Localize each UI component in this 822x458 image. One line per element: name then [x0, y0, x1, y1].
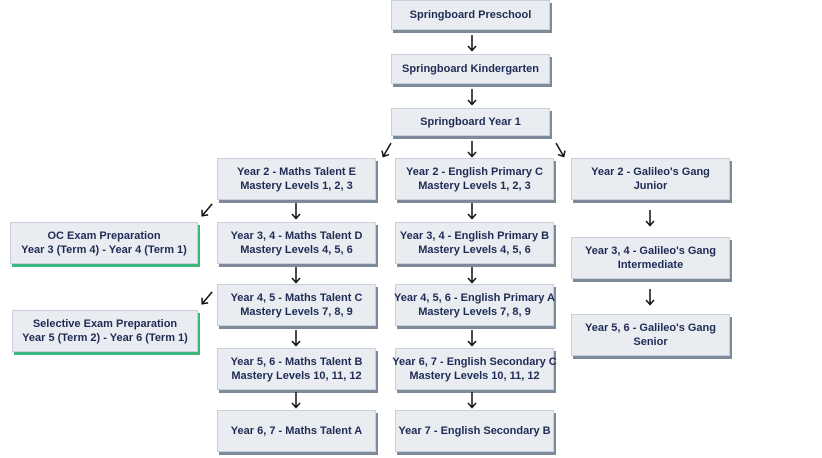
- node-maths-talent-e: Year 2 - Maths Talent E Mastery Levels 1…: [217, 158, 376, 200]
- node-maths-talent-d: Year 3, 4 - Maths Talent D Mastery Level…: [217, 222, 376, 264]
- node-english-secondary-b: Year 7 - English Secondary B: [395, 410, 554, 452]
- node-label: Year 4, 5, 6 - English Primary A: [394, 292, 555, 304]
- node-label: Year 3, 4 - Galileo's Gang: [584, 245, 716, 257]
- arrow-icon: [289, 329, 303, 347]
- node-label: Year 5, 6 - Galileo's Gang: [584, 322, 716, 334]
- arrow-icon: [289, 202, 303, 220]
- arrow-icon: [465, 329, 479, 347]
- node-label: Year 7 - English Secondary B: [398, 425, 551, 437]
- node-label: Selective Exam Preparation: [32, 318, 178, 330]
- node-sublabel: Mastery Levels 10, 11, 12: [231, 370, 362, 382]
- arrow-icon: [549, 139, 570, 162]
- node-english-primary-a: Year 4, 5, 6 - English Primary A Mastery…: [394, 284, 555, 326]
- arrow-icon: [289, 266, 303, 284]
- node-sublabel: Mastery Levels 7, 8, 9: [240, 306, 353, 318]
- node-label: Year 5, 6 - Maths Talent B: [230, 356, 363, 368]
- arrow-icon: [465, 266, 479, 284]
- node-sublabel: Junior: [633, 180, 668, 192]
- arrow-icon: [465, 202, 479, 220]
- arrow-icon: [465, 34, 479, 52]
- arrow-icon: [289, 391, 303, 409]
- node-sublabel: Mastery Levels 1, 2, 3: [240, 180, 353, 192]
- node-label: OC Exam Preparation: [47, 230, 161, 242]
- node-galileo-junior: Year 2 - Galileo's Gang Junior: [571, 158, 730, 200]
- node-label: Year 2 - English Primary C: [406, 166, 543, 178]
- node-label: Year 4, 5 - Maths Talent C: [230, 292, 363, 304]
- node-sublabel: Intermediate: [617, 259, 684, 271]
- arrow-icon: [643, 288, 657, 306]
- node-galileo-senior: Year 5, 6 - Galileo's Gang Senior: [571, 314, 730, 356]
- node-label: Year 3, 4 - English Primary B: [399, 230, 550, 242]
- arrow-icon: [465, 391, 479, 409]
- node-label: Springboard Year 1: [420, 116, 521, 128]
- node-sublabel: Mastery Levels 10, 11, 12: [409, 370, 540, 382]
- arrow-icon: [643, 209, 657, 227]
- node-maths-talent-b: Year 5, 6 - Maths Talent B Mastery Level…: [217, 348, 376, 390]
- node-maths-talent-c: Year 4, 5 - Maths Talent C Mastery Level…: [217, 284, 376, 326]
- arrow-icon: [465, 88, 479, 106]
- node-springboard-year1: Springboard Year 1: [391, 108, 550, 136]
- node-sublabel: Mastery Levels 1, 2, 3: [418, 180, 531, 192]
- node-label: Year 6, 7 - Maths Talent A: [230, 425, 363, 437]
- node-label: Year 2 - Galileo's Gang: [591, 166, 710, 178]
- node-label: Year 2 - Maths Talent E: [236, 166, 356, 178]
- node-english-primary-b: Year 3, 4 - English Primary B Mastery Le…: [395, 222, 554, 264]
- node-label: Springboard Preschool: [409, 9, 532, 21]
- node-galileo-intermediate: Year 3, 4 - Galileo's Gang Intermediate: [571, 237, 730, 279]
- node-label: Year 6, 7 - English Secondary C: [392, 356, 557, 368]
- node-english-secondary-c: Year 6, 7 - English Secondary C Mastery …: [392, 348, 557, 390]
- node-label: Year 3, 4 - Maths Talent D: [230, 230, 363, 242]
- node-label: Springboard Kindergarten: [402, 63, 539, 75]
- node-springboard-preschool: Springboard Preschool: [391, 0, 550, 30]
- arrow-icon: [196, 199, 218, 222]
- node-oc-exam-preparation: OC Exam Preparation Year 3 (Term 4) - Ye…: [10, 222, 198, 264]
- arrow-icon: [465, 140, 479, 158]
- node-sublabel: Mastery Levels 7, 8, 9: [418, 306, 531, 318]
- node-maths-talent-a: Year 6, 7 - Maths Talent A: [217, 410, 376, 452]
- node-sublabel: Year 5 (Term 2) - Year 6 (Term 1): [22, 332, 188, 344]
- arrow-icon: [196, 287, 218, 310]
- node-sublabel: Year 3 (Term 4) - Year 4 (Term 1): [21, 244, 187, 256]
- node-english-primary-c: Year 2 - English Primary C Mastery Level…: [395, 158, 554, 200]
- arrow-icon: [376, 139, 397, 162]
- node-springboard-kindergarten: Springboard Kindergarten: [391, 54, 550, 84]
- node-sublabel: Mastery Levels 4, 5, 6: [418, 244, 531, 256]
- node-selective-exam-preparation: Selective Exam Preparation Year 5 (Term …: [12, 310, 198, 352]
- node-sublabel: Mastery Levels 4, 5, 6: [240, 244, 353, 256]
- node-sublabel: Senior: [633, 336, 668, 348]
